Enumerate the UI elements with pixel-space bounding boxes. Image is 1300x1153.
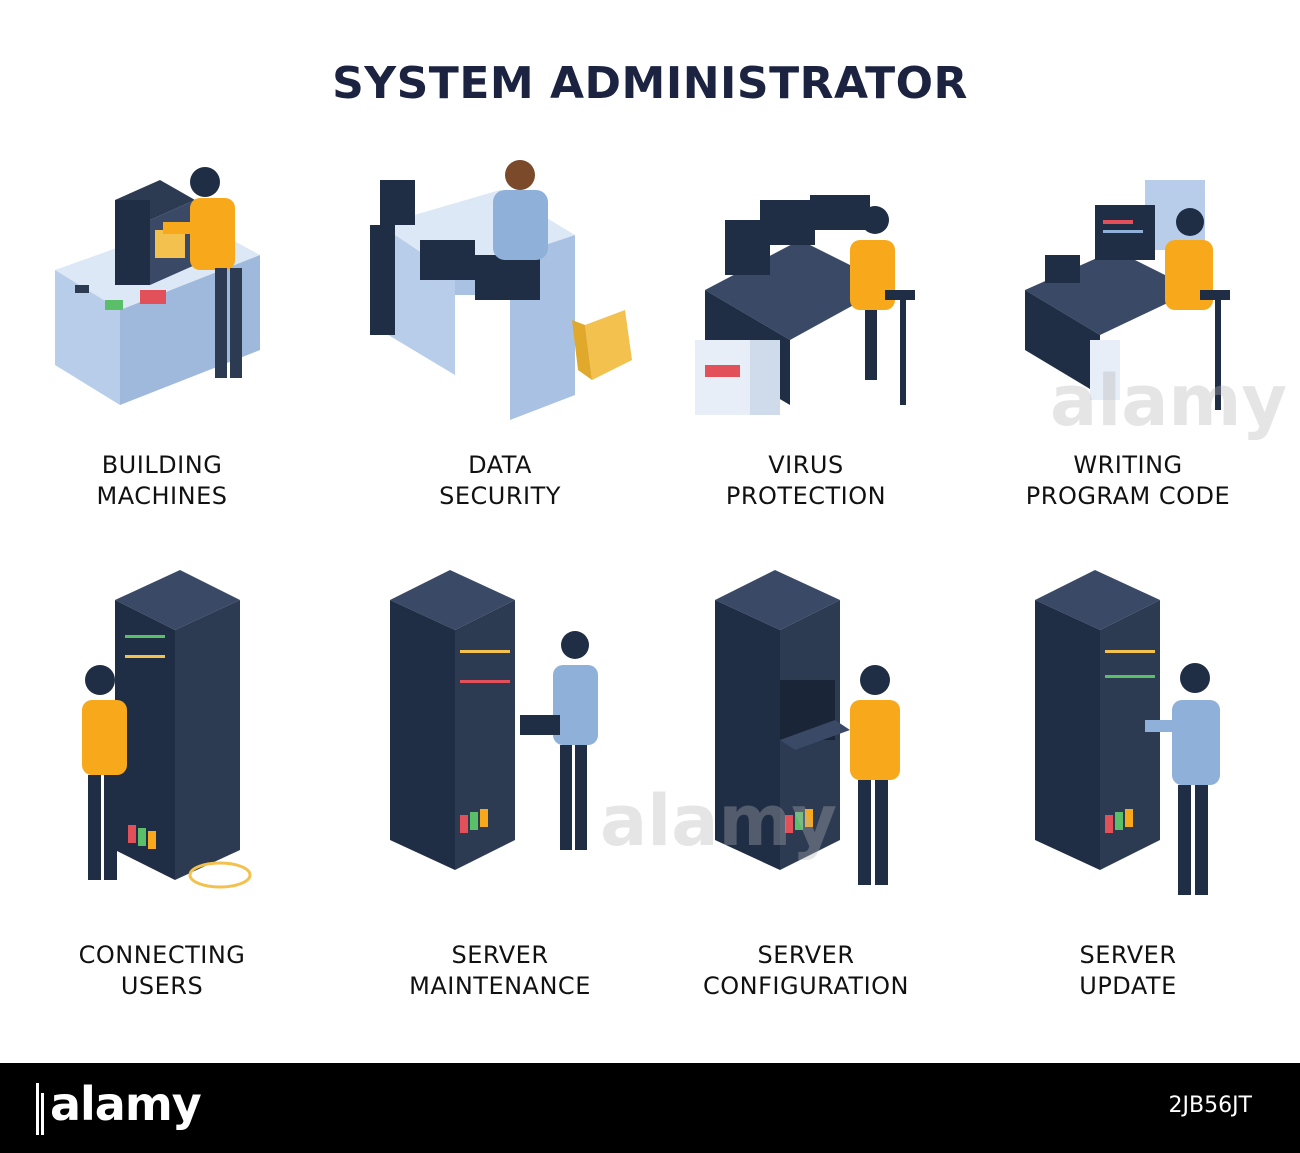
- label-line: SERVER: [1079, 941, 1177, 969]
- alamy-logo-icon: [36, 1083, 44, 1135]
- label-server-configuration: SERVER CONFIGURATION: [656, 940, 956, 1002]
- label-line: PROTECTION: [725, 482, 887, 510]
- data-security-illustration: [370, 160, 632, 420]
- label-line: USERS: [120, 972, 204, 1000]
- image-code: 2JB56JT: [1168, 1093, 1253, 1118]
- label-line: VIRUS: [768, 451, 844, 479]
- label-line: MAINTENANCE: [409, 972, 591, 1000]
- label-line: SERVER: [757, 941, 855, 969]
- server-maintenance-illustration: [390, 570, 598, 870]
- footer-logo: alamy: [50, 1077, 202, 1131]
- label-line: SECURITY: [439, 482, 561, 510]
- virus-protection-illustration: [695, 195, 915, 415]
- label-line: CONFIGURATION: [703, 972, 909, 1000]
- building-machines-illustration: [55, 167, 260, 405]
- footer-bar: alamy 2JB56JT: [0, 1063, 1300, 1153]
- label-line: WRITING: [1073, 451, 1183, 479]
- server-update-illustration: [1035, 570, 1220, 895]
- label-server-maintenance: SERVER MAINTENANCE: [350, 940, 650, 1002]
- label-line: CONNECTING: [78, 941, 246, 969]
- label-connecting-users: CONNECTING USERS: [12, 940, 312, 1002]
- label-virus-protection: VIRUS PROTECTION: [656, 450, 956, 512]
- watermark: alamy: [600, 780, 838, 862]
- page-title: SYSTEM ADMINISTRATOR: [332, 58, 968, 109]
- label-line: UPDATE: [1079, 972, 1177, 1000]
- watermark: alamy: [1050, 360, 1288, 442]
- server-configuration-illustration: [715, 570, 900, 885]
- label-writing-program-code: WRITING PROGRAM CODE: [978, 450, 1278, 512]
- label-line: DATA: [468, 451, 532, 479]
- connecting-users-illustration: [82, 570, 252, 889]
- label-building-machines: BUILDING MACHINES: [12, 450, 312, 512]
- label-line: SERVER: [451, 941, 549, 969]
- label-line: MACHINES: [96, 482, 228, 510]
- label-server-update: SERVER UPDATE: [978, 940, 1278, 1002]
- label-data-security: DATA SECURITY: [350, 450, 650, 512]
- writing-program-code-illustration: [1025, 180, 1230, 410]
- label-line: BUILDING: [101, 451, 223, 479]
- label-line: PROGRAM CODE: [1025, 482, 1231, 510]
